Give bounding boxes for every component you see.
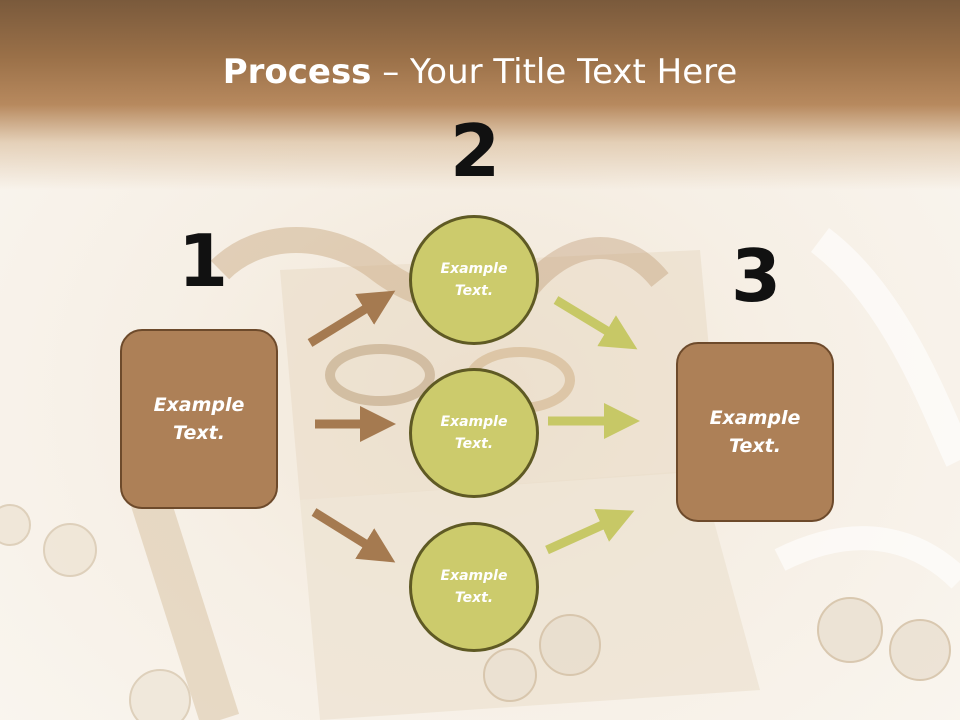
- title-bar: [0, 0, 960, 190]
- circle-top-text: Example Text.: [440, 260, 508, 299]
- circle-middle-text: Example Text.: [440, 413, 508, 452]
- right-box-text: Example Text.: [709, 406, 801, 458]
- arrow-left-to-bottom: [311, 508, 396, 563]
- title-bold: Process: [222, 52, 372, 92]
- step-number-1: 1: [178, 219, 229, 303]
- circle-bottom[interactable]: Example Text.: [409, 522, 539, 652]
- step-number-3: 3: [731, 234, 782, 318]
- left-text-box[interactable]: Example Text.: [120, 329, 278, 509]
- circle-top[interactable]: Example Text.: [409, 215, 539, 345]
- arrow-left-to-top: [307, 290, 396, 347]
- title-rest: – Your Title Text Here: [371, 52, 738, 92]
- left-box-text: Example Text.: [153, 393, 245, 445]
- right-text-box[interactable]: Example Text.: [676, 342, 834, 522]
- slide-title: Process – Your Title Text Here: [0, 52, 960, 92]
- circle-middle[interactable]: Example Text.: [409, 368, 539, 498]
- arrow-top-to-right: [553, 296, 638, 350]
- arrow-bottom-to-right: [545, 508, 635, 555]
- circle-bottom-text: Example Text.: [440, 567, 508, 606]
- step-number-2: 2: [450, 109, 501, 193]
